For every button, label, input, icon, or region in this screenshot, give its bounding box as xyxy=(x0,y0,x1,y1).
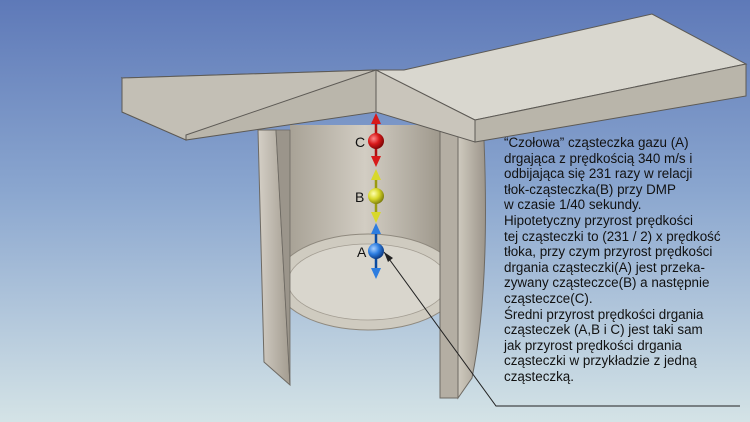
particle-c: C xyxy=(355,113,384,167)
description-line: zywany cząsteczce(B) a następnie xyxy=(504,275,710,291)
particle-c-sphere xyxy=(368,133,384,149)
description-line: Średni przyrost prędkości drgania xyxy=(504,306,704,322)
cylinder-inner-back xyxy=(290,125,440,262)
cylinder-left-wall-inner xyxy=(275,129,291,386)
description-line: cząsteczki w przykładzie z jedną xyxy=(504,353,697,369)
description-line: jak przyrost prędkości drgania xyxy=(504,337,682,353)
description-line: tłok-cząsteczka(B) przy DMP xyxy=(504,181,676,197)
description-line: cząsteczek (A,B i C) jest taki sam xyxy=(504,322,703,338)
pointer-line xyxy=(383,251,740,407)
description-line: odbijająca się 231 razy w relacji xyxy=(504,166,693,182)
particle-a-arrow-down xyxy=(371,268,381,279)
particle-c-arrow-down xyxy=(371,156,381,167)
particle-b-sphere xyxy=(368,188,384,204)
particle-c-arrow-up xyxy=(371,113,381,124)
description-text: “Czołowa” cząsteczka gazu (A) drgająca z… xyxy=(504,135,750,385)
particle-b-label: B xyxy=(355,189,364,205)
description-line: drgająca z prędkością 340 m/s i xyxy=(504,150,693,166)
cylinder-right-wall-outer xyxy=(457,129,486,400)
description-line: cząsteczce(C). xyxy=(504,290,593,306)
particle-c-label: C xyxy=(355,134,365,150)
particle-a-label: A xyxy=(357,244,367,260)
particle-a: A xyxy=(357,223,384,279)
description-line: “Czołowa” cząsteczka gazu (A) xyxy=(504,135,689,150)
description-line: tej cząsteczki to (231 / 2) x prędkość xyxy=(504,228,721,244)
particle-a-arrow-up xyxy=(371,223,381,234)
particle-b-arrow-down xyxy=(371,212,381,223)
description-line: Hipotetyczny przyrost prędkości xyxy=(504,212,694,228)
particle-a-sphere xyxy=(368,243,384,259)
pointer-arrowhead xyxy=(384,252,393,262)
description-line: drgania cząsteczki(A) jest przeka- xyxy=(504,259,705,275)
description-line: tłoka, przy czym przyrost prędkości xyxy=(504,244,713,260)
head-front-face-right xyxy=(474,63,747,143)
description-line: cząsteczką. xyxy=(504,368,574,384)
cylinder-right-wall xyxy=(439,129,459,399)
description-line: w czasie 1/40 sekundy. xyxy=(504,197,642,213)
particle-b: B xyxy=(355,169,384,223)
particle-b-arrow-up xyxy=(371,169,381,180)
piston-face-rim xyxy=(287,243,449,321)
